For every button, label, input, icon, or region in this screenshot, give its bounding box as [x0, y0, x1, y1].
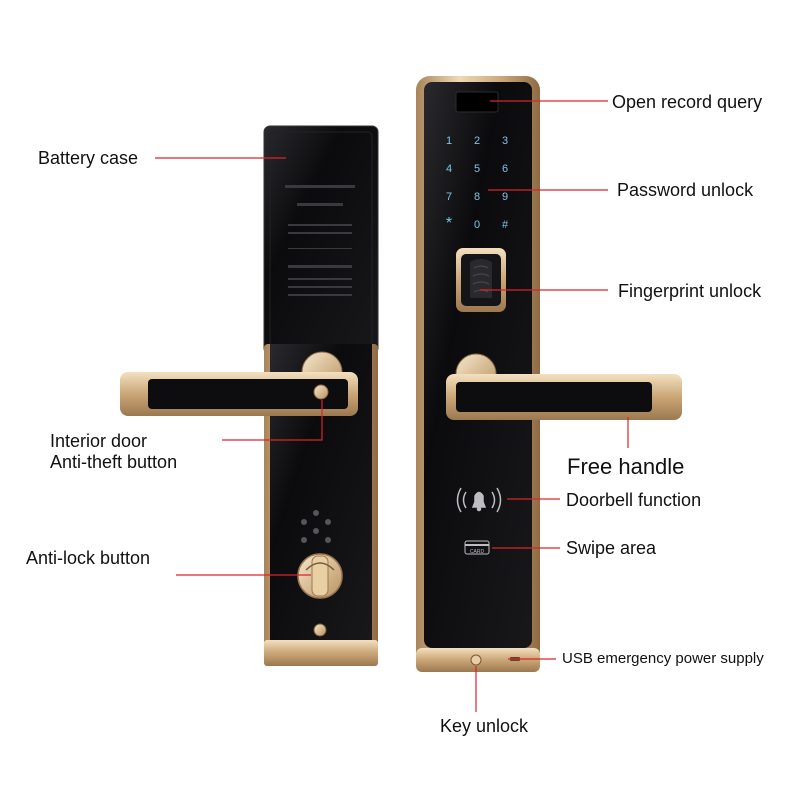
- keypad-key: 3: [502, 135, 508, 147]
- leader-lines: [155, 100, 629, 712]
- fingerprint-reader: [456, 248, 506, 312]
- keypad-key: 9: [502, 191, 508, 203]
- label-anti-theft-button: Anti-theft button: [50, 452, 178, 472]
- bell-icon: [456, 487, 502, 513]
- keypad-key: 1: [446, 135, 452, 147]
- label-doorbell-function: Doorbell function: [566, 490, 702, 510]
- anti-lock-knob: [297, 553, 343, 599]
- exterior-lock: 1 2 3 4 5 6 7 8 9 * 0 # CARD: [416, 76, 682, 672]
- keypad-key: 5: [474, 163, 480, 175]
- label-anti-lock-button: Anti-lock button: [26, 548, 151, 568]
- label-usb-power-supply: USB emergency power supply: [562, 650, 764, 667]
- label-free-handle: Free handle: [567, 454, 685, 479]
- card-text: CARD: [470, 549, 485, 555]
- label-battery-case: Battery case: [38, 148, 139, 168]
- battery-case: [263, 125, 379, 355]
- keypad-key: 8: [474, 191, 480, 203]
- keypad: 1 2 3 4 5 6 7 8 9 * 0 #: [446, 135, 509, 232]
- keypad-key: 4: [446, 163, 452, 175]
- keypad-key: 7: [446, 191, 452, 203]
- speaker-holes: [301, 510, 331, 543]
- record-display: [455, 91, 499, 113]
- key-hole: [470, 654, 482, 666]
- keypad-key: #: [502, 219, 509, 231]
- anti-theft-button: [313, 384, 329, 400]
- keypad-key: 6: [502, 163, 508, 175]
- label-fingerprint-unlock: Fingerprint unlock: [618, 281, 762, 301]
- label-password-unlock: Password unlock: [617, 180, 754, 200]
- card-icon: CARD: [464, 540, 490, 555]
- label-swipe-area: Swipe area: [566, 538, 657, 558]
- keypad-key: *: [446, 215, 452, 232]
- label-open-record-query: Open record query: [612, 92, 763, 112]
- label-key-unlock: Key unlock: [440, 716, 529, 736]
- keypad-key: 0: [474, 219, 480, 231]
- keypad-key: 2: [474, 135, 480, 147]
- label-interior-door: Interior door: [50, 431, 148, 451]
- interior-lock: [120, 125, 379, 666]
